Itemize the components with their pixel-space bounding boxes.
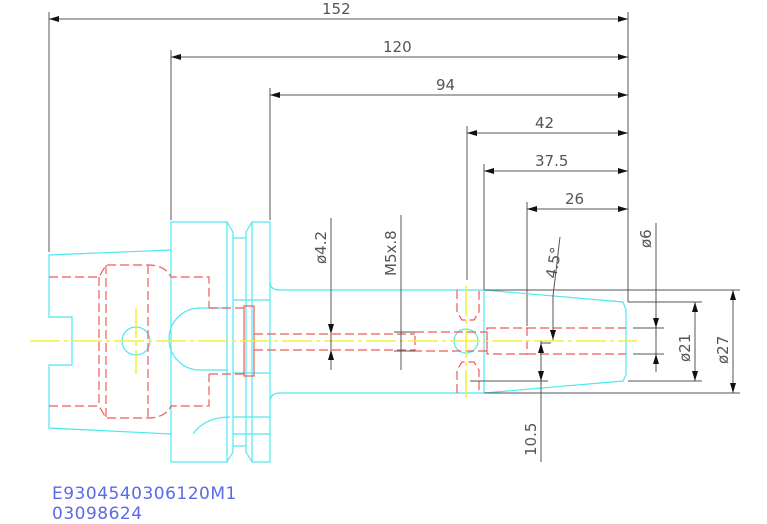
center-lines xyxy=(30,286,637,398)
serial-number: 03098624 xyxy=(52,504,143,524)
dim-37-5-label: 37.5 xyxy=(535,152,568,170)
vertical-dimensions xyxy=(328,215,740,462)
part-code: E9304540306120M1 xyxy=(52,484,237,504)
hidden-lines xyxy=(49,264,626,419)
dim-120-label: 120 xyxy=(383,38,412,56)
dim-dia27-label: ø27 xyxy=(714,336,732,364)
dim-94-label: 94 xyxy=(436,76,455,94)
dim-26-label: 26 xyxy=(565,190,584,208)
horizontal-dimension-labels: 152 120 94 42 37.5 26 xyxy=(322,0,584,208)
dim-10-5-label: 10.5 xyxy=(522,423,540,456)
extension-lines xyxy=(48,12,629,326)
dim-42-label: 42 xyxy=(535,114,554,132)
dim-dia6-label: ø6 xyxy=(637,229,655,248)
horizontal-dimensions xyxy=(49,16,628,212)
dim-angle4-5-label: 4.5° xyxy=(542,246,565,280)
dim-dia4-2-label: ø4.2 xyxy=(312,231,330,264)
dim-152-label: 152 xyxy=(322,0,351,18)
dim-dia21-label: ø21 xyxy=(676,334,694,362)
dim-m5x8-label: M5x.8 xyxy=(382,230,400,276)
vertical-dimension-labels: ø4.2 M5x.8 4.5° ø6 ø21 ø27 10.5 xyxy=(312,229,732,456)
